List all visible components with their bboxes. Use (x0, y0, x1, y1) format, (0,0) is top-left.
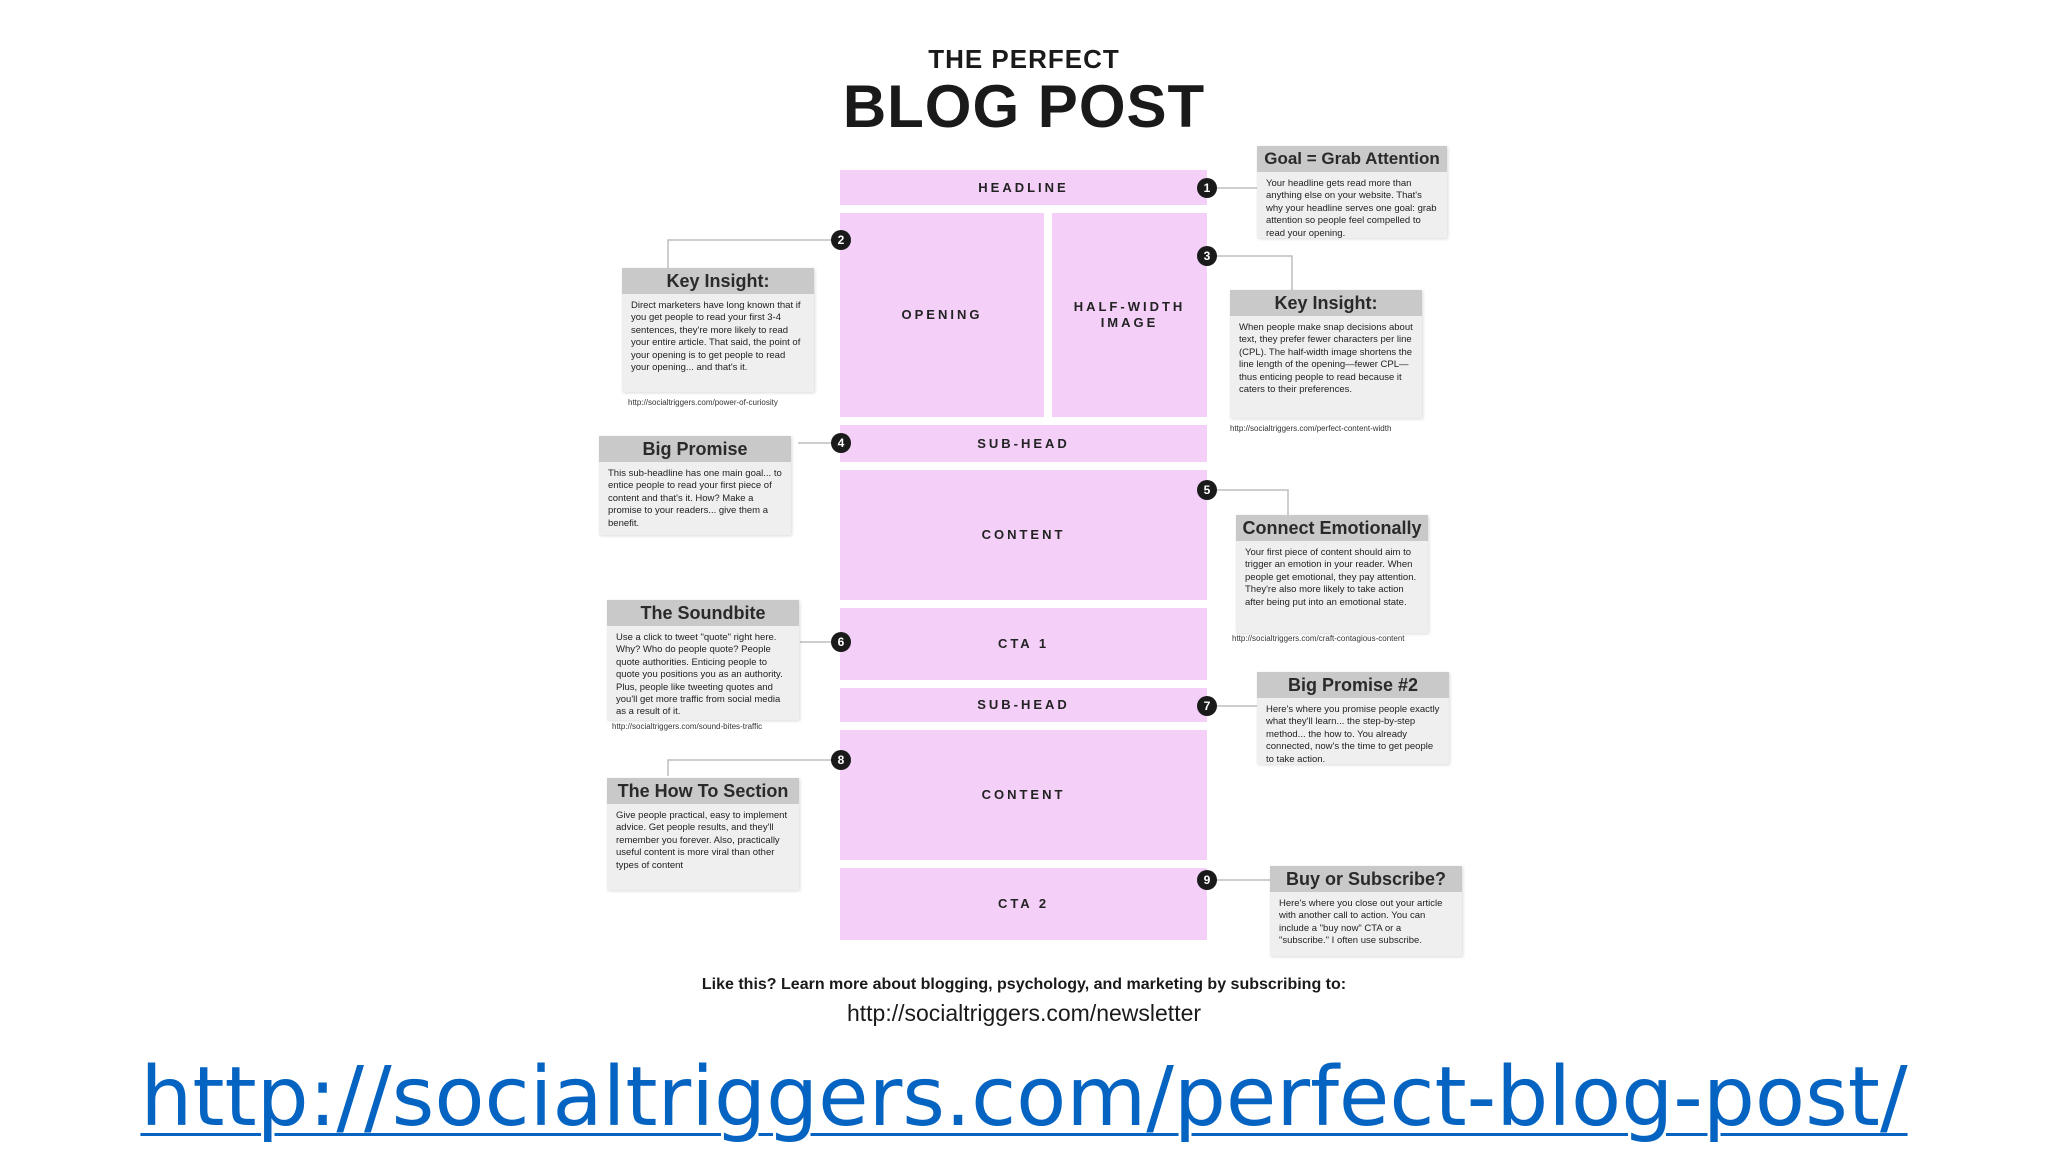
callout-goal-grab-attention: Goal = Grab Attention Your headline gets… (1257, 146, 1447, 239)
footer-subscribe-text: Like this? Learn more about blogging, ps… (701, 976, 1347, 993)
callout-body: This sub-headline has one main goal... t… (608, 468, 782, 529)
connector-2 (667, 239, 831, 268)
marker-5: 5 (1197, 480, 1217, 500)
block-subhead-1: SUB-HEAD (840, 425, 1207, 462)
callout-source: http://socialtriggers.com/craft-contagio… (1232, 634, 1405, 643)
block-opening: OPENING (840, 213, 1044, 417)
callout-body: Here's where you promise people exactly … (1266, 704, 1440, 765)
callout-title: Buy or Subscribe? (1270, 866, 1462, 892)
marker-7: 7 (1197, 696, 1217, 716)
block-cta-2: CTA 2 (840, 868, 1207, 940)
connector-1 (1217, 152, 1263, 189)
connector-3 (1217, 255, 1293, 290)
callout-title: Key Insight: (622, 268, 814, 294)
marker-4: 4 (831, 433, 851, 453)
marker-2: 2 (831, 230, 851, 250)
callout-body: Use a click to tweet "quote" right here.… (616, 632, 783, 718)
callout-big-promise-2: Big Promise #2 Here's where you promise … (1257, 672, 1449, 765)
callout-connect-emotionally: Connect Emotionally Your first piece of … (1236, 515, 1428, 633)
block-content-2: CONTENT (840, 730, 1207, 860)
block-cta-1: CTA 1 (840, 608, 1207, 680)
callout-soundbite: The Soundbite Use a click to tweet "quot… (607, 600, 799, 720)
callout-body: Your headline gets read more than anythi… (1266, 178, 1437, 239)
callout-source: http://socialtriggers.com/power-of-curio… (628, 398, 778, 407)
block-subhead-2: SUB-HEAD (840, 688, 1207, 722)
connector-5 (1217, 489, 1289, 515)
block-content-1: CONTENT (840, 470, 1207, 600)
connector-8 (667, 759, 831, 776)
title-big: BLOG POST (842, 73, 1206, 140)
callout-title: The How To Section (607, 778, 799, 804)
marker-1: 1 (1197, 178, 1217, 198)
marker-3: 3 (1197, 246, 1217, 266)
callout-title: Big Promise (599, 436, 791, 462)
callout-body: Your first piece of content should aim t… (1245, 547, 1417, 608)
callout-title: Goal = Grab Attention (1257, 146, 1447, 172)
block-headline: HEADLINE (840, 170, 1207, 205)
callout-key-insight-opening: Key Insight: Direct marketers have long … (622, 268, 814, 392)
callout-key-insight-image: Key Insight: When people make snap decis… (1230, 290, 1422, 418)
callout-source: http://socialtriggers.com/sound-bites-tr… (612, 722, 763, 731)
footer-newsletter-url: http://socialtriggers.com/newsletter (846, 1000, 1202, 1026)
source-link[interactable]: http://socialtriggers.com/perfect-blog-p… (140, 1050, 1908, 1145)
block-half-width-image: HALF-WIDTH IMAGE (1052, 213, 1207, 417)
callout-body: Give people practical, easy to implement… (616, 810, 788, 871)
callout-body: Direct marketers have long known that if… (631, 300, 801, 374)
marker-8: 8 (831, 750, 851, 770)
marker-9: 9 (1197, 870, 1217, 890)
callout-title: Big Promise #2 (1257, 672, 1449, 698)
callout-buy-or-subscribe: Buy or Subscribe? Here's where you close… (1270, 866, 1462, 956)
callout-title: The Soundbite (607, 600, 799, 626)
callout-big-promise: Big Promise This sub-headline has one ma… (599, 436, 791, 535)
callout-body: Here's where you close out your article … (1279, 898, 1443, 947)
callout-body: When people make snap decisions about te… (1239, 322, 1413, 396)
marker-6: 6 (831, 632, 851, 652)
title-small: THE PERFECT (928, 44, 1120, 74)
callout-source: http://socialtriggers.com/perfect-conten… (1230, 424, 1392, 433)
callout-title: Connect Emotionally (1236, 515, 1428, 541)
callout-title: Key Insight: (1230, 290, 1422, 316)
callout-how-to-section: The How To Section Give people practical… (607, 778, 799, 890)
